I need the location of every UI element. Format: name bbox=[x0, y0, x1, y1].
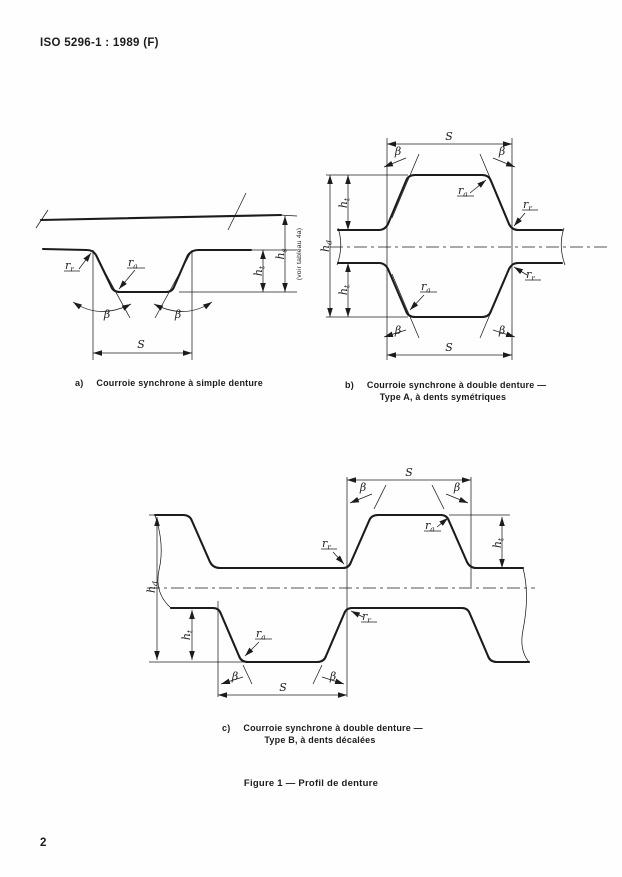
leader-arrow-rr bbox=[78, 252, 92, 270]
page-number: 2 bbox=[40, 837, 47, 849]
leader-arrow-rr bbox=[332, 551, 345, 565]
dim-label-S: S bbox=[279, 681, 287, 694]
belt-back-top-line bbox=[39, 213, 283, 222]
beta-arrow bbox=[492, 157, 516, 168]
diagram-a-simple-denture: β β S ht hs (voir tableau 4a) rr ra bbox=[35, 192, 303, 360]
angle-label-beta: β bbox=[231, 670, 238, 683]
diagram-c-double-denture-type-b: S S β β β β ht hd ht rr ra rr ra bbox=[145, 466, 535, 698]
dim-label-ht: ht bbox=[491, 537, 506, 548]
flank-construction bbox=[431, 484, 445, 510]
caption-a-text: Courroie synchrone à simple denture bbox=[96, 378, 263, 388]
angle-label-beta: β bbox=[329, 670, 336, 683]
angle-label-beta: β bbox=[453, 481, 460, 494]
radius-label-rr: rr bbox=[526, 268, 535, 283]
beta-arc-right bbox=[153, 301, 213, 312]
caption-b-text: Courroie synchrone à double denture — bbox=[366, 380, 547, 390]
caption-b-prefix: b) bbox=[345, 380, 354, 390]
top-tooth-profile bbox=[336, 173, 564, 232]
dim-label-ht: ht bbox=[252, 265, 267, 276]
radius-label-rr: rr bbox=[362, 610, 371, 625]
dim-label-S: S bbox=[445, 341, 453, 354]
radius-label-rr: rr bbox=[523, 198, 532, 213]
leader-arrow-ra bbox=[118, 269, 136, 290]
angle-label-beta: β bbox=[498, 145, 505, 158]
dim-label-S: S bbox=[137, 338, 145, 351]
caption-c-prefix: c) bbox=[222, 723, 231, 733]
break-slash-right bbox=[227, 192, 247, 231]
caption-c-line1: c) Courroie synchrone à double denture — bbox=[222, 722, 423, 734]
caption-b: b)Courroie synchrone à double denture — … bbox=[345, 379, 546, 403]
figure-title: Figure 1 — Profil de denture bbox=[243, 778, 379, 789]
dim-label-hd: hd bbox=[145, 581, 160, 593]
caption-b-line1: b) Courroie synchrone à double denture — bbox=[345, 379, 546, 391]
radius-label-ra: ra bbox=[458, 184, 468, 199]
flank-construction-left bbox=[94, 253, 131, 319]
flank-construction bbox=[391, 273, 420, 339]
leader-arrow-rr bbox=[513, 266, 528, 276]
angle-label-beta: β bbox=[359, 481, 366, 494]
leader-arrow-rr bbox=[350, 610, 364, 618]
angle-label-beta: β bbox=[394, 324, 401, 337]
leader-arrow-ra bbox=[409, 294, 425, 311]
beta-arrow bbox=[349, 493, 373, 504]
angle-label-beta: β bbox=[103, 308, 110, 321]
break-line-right bbox=[521, 567, 530, 663]
flank-construction-right bbox=[154, 253, 191, 319]
break-line-left bbox=[336, 227, 342, 266]
leader-arrow-ra bbox=[436, 517, 449, 528]
break-line-right bbox=[560, 227, 566, 266]
break-line-left bbox=[154, 514, 172, 609]
beta-arrow bbox=[321, 676, 345, 685]
radius-label-ra: ra bbox=[421, 280, 431, 295]
dim-label-ht: ht bbox=[180, 629, 195, 640]
break-slash-left bbox=[35, 209, 49, 229]
ext-line bbox=[278, 214, 298, 217]
beta-arrow bbox=[220, 676, 244, 685]
flank-construction bbox=[373, 484, 387, 510]
beta-arrow bbox=[383, 157, 407, 168]
angle-label-beta: β bbox=[394, 145, 401, 158]
dim-label-ht: ht bbox=[337, 197, 352, 208]
radius-label-rr: rr bbox=[65, 259, 74, 274]
top-profile bbox=[153, 513, 525, 570]
beta-arc-left bbox=[72, 301, 132, 312]
diagram-b-double-denture-type-a: S S β β β β ht ht hd ra rr ra rr bbox=[319, 130, 608, 360]
caption-a-prefix: a) bbox=[75, 378, 84, 388]
bottom-tooth-profile bbox=[336, 261, 564, 319]
flank-construction bbox=[479, 153, 508, 219]
page-header: ISO 5296-1 : 1989 (F) bbox=[40, 37, 159, 49]
radius-label-ra: ra bbox=[256, 627, 266, 642]
leader-arrow-ra bbox=[244, 641, 260, 657]
dim-label-hd: hd bbox=[319, 240, 334, 252]
dim-label-S: S bbox=[405, 466, 413, 479]
see-table-note: (voir tableau 4a) bbox=[296, 228, 303, 281]
flank-construction bbox=[312, 664, 323, 685]
caption-c-line2: Type B, à dents décalées bbox=[264, 735, 376, 746]
caption-a: a) Courroie synchrone à simple denture bbox=[75, 377, 263, 389]
flank-construction bbox=[242, 664, 253, 685]
dim-label-ht: ht bbox=[337, 284, 352, 295]
radius-label-ra: ra bbox=[425, 519, 435, 534]
dim-label-S: S bbox=[445, 130, 453, 143]
beta-arrow bbox=[383, 329, 407, 338]
tooth-profile-path bbox=[41, 247, 253, 294]
beta-arrow bbox=[492, 329, 516, 338]
leader-arrow-rr bbox=[513, 212, 526, 227]
caption-c: c)Courroie synchrone à double denture — … bbox=[222, 722, 423, 746]
leader-arrow-ra bbox=[469, 179, 487, 194]
caption-b-line2: Type A, à dents symétriques bbox=[379, 392, 507, 403]
flank-construction bbox=[391, 153, 420, 219]
flank-construction bbox=[479, 273, 508, 339]
angle-label-beta: β bbox=[498, 324, 505, 337]
caption-c-text: Courroie synchrone à double denture — bbox=[243, 723, 423, 733]
dim-label-hs: hs bbox=[274, 248, 289, 259]
angle-label-beta: β bbox=[174, 308, 181, 321]
bottom-profile bbox=[169, 606, 531, 664]
beta-arrow bbox=[445, 493, 469, 504]
radius-label-ra: ra bbox=[128, 256, 138, 271]
radius-label-rr: rr bbox=[322, 537, 331, 552]
